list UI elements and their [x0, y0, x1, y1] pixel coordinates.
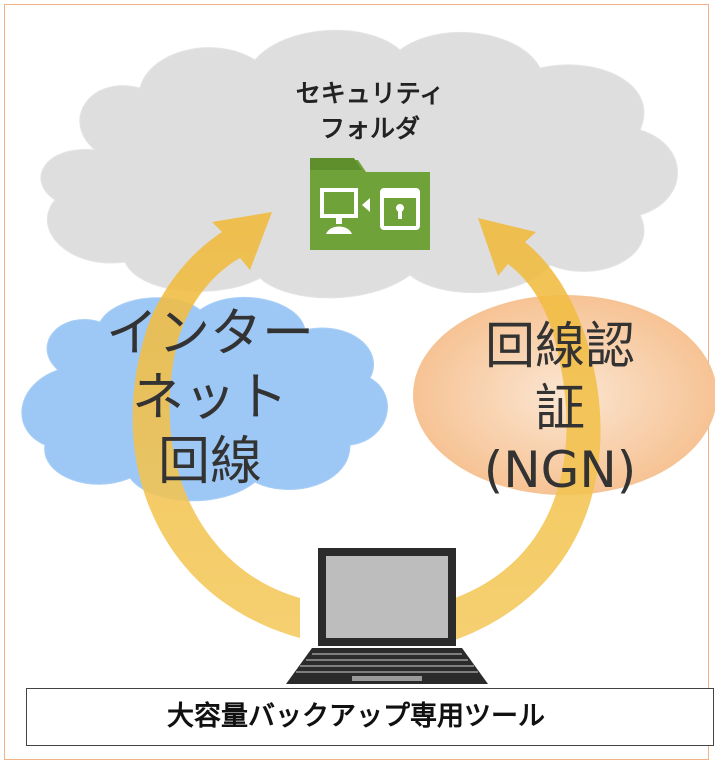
left-arrow-body — [132, 212, 300, 638]
laptop-keys — [296, 653, 478, 673]
left-arrow — [132, 212, 300, 638]
ngn-ellipse — [413, 295, 715, 495]
line-auth-label: 回線認 証 (NGN) — [483, 317, 637, 499]
internet-line-label: インター ネット 回線 — [105, 304, 314, 492]
security-folder-icon — [310, 158, 430, 250]
folder-tab — [310, 158, 362, 170]
tool-label: 大容量バックアップ専用ツール — [167, 701, 545, 732]
internet-cloud — [21, 296, 388, 502]
tool-box — [26, 688, 714, 746]
internet-cloud-shape — [21, 296, 388, 502]
monitor-icon — [320, 188, 358, 218]
ngn-ellipse-shape — [413, 295, 715, 495]
right-arrow — [455, 218, 601, 640]
laptop-screen — [326, 556, 448, 638]
transfer-arrow-icon — [362, 198, 370, 212]
right-arrow-body — [455, 218, 601, 640]
laptop-icon — [286, 548, 488, 684]
security-folder-label: セキュリティ フォルダ — [295, 79, 445, 143]
